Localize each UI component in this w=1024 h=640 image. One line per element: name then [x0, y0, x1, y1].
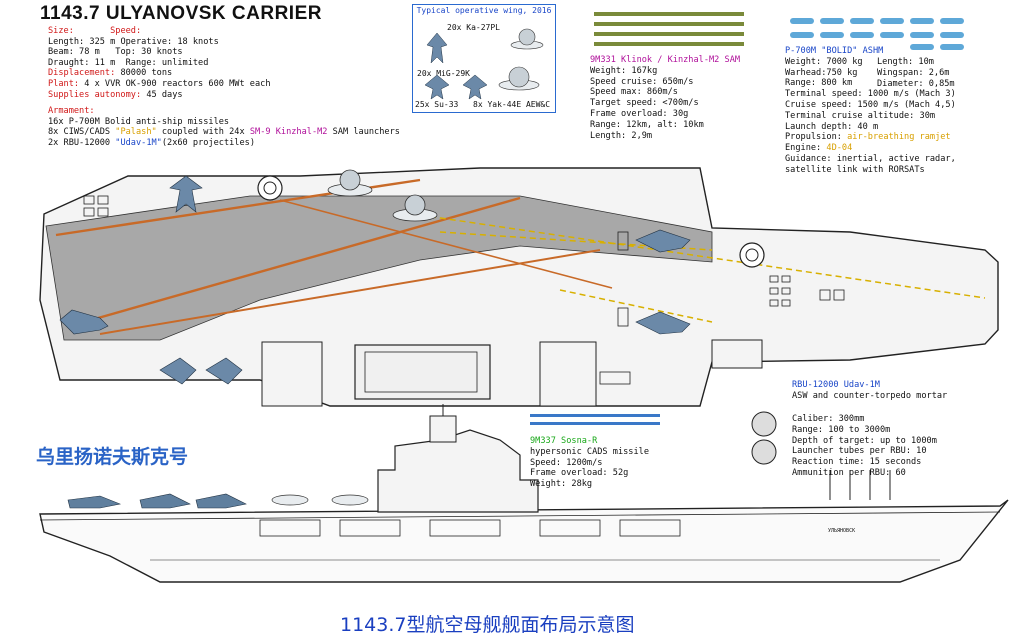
page-title: 1143.7 ULYANOVSK CARRIER [40, 3, 322, 24]
centerline-dashed [419, 214, 986, 299]
sosna-line: Frame overload: 52g [530, 468, 629, 479]
deck-hatches [83, 195, 845, 385]
arm3-text: 2x RBU-12000 [48, 137, 111, 148]
wing-su33: 25x Su-33 [415, 100, 459, 109]
deck-elevator-circle [257, 175, 283, 201]
wing-title: Typical operative wing, 2016 [416, 6, 552, 15]
rbu-desc: ASW and counter-torpedo mortar [792, 390, 948, 401]
displacement-label: Displacement: [48, 68, 116, 79]
runway-stripe [99, 249, 601, 335]
specs-block: Size: Speed: Length: 325 m Operative: 18… [48, 26, 400, 149]
armament-label: Armament: [48, 106, 95, 117]
sosna-missile-icons [530, 414, 660, 425]
bolid-guidance: Guidance: inertial, active radar, [785, 153, 956, 164]
bolid-block: P-700M "BOLID" ASHM Weight: 7000 kg Warh… [785, 46, 956, 176]
wing-aircraft-icons [424, 28, 544, 100]
bolid-line: Launch depth: 40 m [785, 121, 879, 132]
bolid-wingspan: Wingspan: 2,6m [877, 67, 950, 78]
klinok-line: Speed max: 860m/s [590, 87, 678, 98]
propulsion-value: air-breathing ramjet [847, 132, 951, 143]
rbu-line: Reaction time: 15 seconds [792, 457, 922, 468]
klinok-line: Target speed: <700m/s [590, 98, 699, 109]
hull-name: УЛЬЯНОВСК [828, 528, 856, 534]
armament-line-1: 16x P-700M Bolid anti-ship missiles [48, 116, 230, 127]
carrier-side-view [39, 404, 1009, 583]
wing-ka27: 20x Ka-27PL [447, 23, 500, 32]
angled-flight-deck [45, 195, 713, 341]
klinok-missile-icons [594, 12, 744, 46]
palash-name: "Palash" [115, 127, 157, 138]
wing-yak44: 8x Yak-44E AEW&C [473, 100, 551, 109]
udav-name: "Udav-1M" [115, 137, 162, 148]
runway-stripe [279, 199, 613, 289]
plant-label: Plant: [48, 78, 80, 89]
spec-length: Length: 325 m [48, 36, 116, 47]
bolid-line: Weight: 7000 kg [785, 56, 863, 67]
chinese-ship-name: 乌里扬诺夫斯克号 [36, 446, 189, 468]
bolid-line: Cruise speed: 1500 m/s (Mach 4,5) [785, 99, 956, 110]
klinok-line: Length: 2,9m [590, 130, 653, 141]
bolid-length: Length: 10m [877, 57, 934, 67]
spec-top: Top: 30 knots [115, 47, 183, 58]
island-top [354, 344, 491, 400]
sosna-line: hypersonic CADS missile [530, 446, 649, 457]
engine-label: Engine: [785, 143, 822, 154]
operative-wing-box: Typical operative wing, 2016 20x Ka-27PL… [412, 4, 556, 113]
spec-draught: Draught: 11 m [48, 57, 116, 68]
arm3-text-2: (2x60 projectiles) [161, 137, 255, 148]
rbu-line: Caliber: 300mm [792, 414, 865, 424]
speed-label: Speed: [110, 26, 142, 36]
sosna-line: Speed: 1200m/s [530, 457, 603, 468]
rbu-block: RBU-12000 Udav-1M ASW and counter-torped… [792, 380, 947, 402]
klinok-line: Frame overload: 30g [590, 108, 689, 119]
kinzhal-name: SM-9 Kinzhal-M2 [249, 127, 328, 138]
spec-supplies: 45 days [146, 89, 183, 100]
spec-beam: Beam: 78 m [48, 47, 100, 58]
bolid-line: Terminal speed: 1000 m/s (Mach 3) [785, 89, 956, 100]
engine-value: 4D-04 [826, 143, 853, 154]
sosna-block: 9M337 Sosna-R hypersonic CADS missile Sp… [530, 436, 649, 490]
island-side [377, 429, 539, 513]
rbu-launcher-icons [751, 411, 777, 465]
bolid-guidance: satellite link with RORSATs [785, 164, 925, 175]
carrier-top-view [39, 167, 999, 407]
rbu-specs: Caliber: 300mm Range: 100 to 3000m Depth… [792, 414, 937, 479]
spec-displacement: 80000 tons [120, 68, 173, 79]
bolid-line: Range: 800 km [785, 78, 853, 89]
bolid-right-block: Length: 10m Wingspan: 2,6m Diameter: 0,8… [877, 57, 955, 89]
rbu-name: RBU-12000 Udav-1M [792, 380, 880, 390]
arm2-text-2: coupled with 24x [161, 127, 245, 138]
arm2-text-3: SAM launchers [332, 127, 400, 138]
klinok-line: Speed cruise: 650m/s [590, 76, 694, 87]
rbu-line: Launcher tubes per RBU: 10 [792, 446, 927, 457]
supplies-label: Supplies autonomy: [48, 89, 142, 100]
spec-plant: 4 x VVR OK-900 reactors 600 MWt each [84, 78, 271, 89]
sosna-name: 9M337 Sosna-R [530, 436, 598, 446]
diagram-caption: 1143.7型航空母舰舰面布局示意图 [340, 614, 635, 636]
wing-mig29: 20x MiG-29K [417, 69, 470, 78]
arm2-text: 8x CIWS/CADS [48, 127, 111, 138]
size-label: Size: [48, 26, 74, 36]
propulsion-label: Propulsion: [785, 132, 842, 143]
klinok-name: 9M331 Klinok / Kinzhal-M2 SAM [590, 55, 741, 65]
yak44-aircraft-icon [327, 169, 438, 222]
bolid-missile-icons [790, 18, 964, 50]
rbu-line: Range: 100 to 3000m [792, 424, 891, 435]
klinok-line: Weight: 167kg [590, 65, 658, 76]
klinok-line: Range: 12km, alt: 10km [590, 119, 704, 130]
rbu-line: Ammunition per RBU: 60 [792, 467, 906, 478]
rbu-line: Depth of target: up to 1000m [792, 435, 937, 446]
sosna-line: Weight: 28kg [530, 479, 593, 490]
spec-operative: Operative: 18 knots [120, 36, 219, 47]
spec-range: Range: unlimited [125, 57, 209, 68]
klinok-block: 9M331 Klinok / Kinzhal-M2 SAM Weight: 16… [590, 55, 740, 141]
su33-aircraft-icon [59, 175, 691, 385]
bolid-line: Warhead:750 kg [785, 67, 858, 78]
bolid-name: P-700M "BOLID" ASHM [785, 46, 884, 56]
bolid-line: Terminal cruise altitude: 30m [785, 110, 936, 121]
bolid-diameter: Diameter: 0,85m [877, 78, 955, 89]
